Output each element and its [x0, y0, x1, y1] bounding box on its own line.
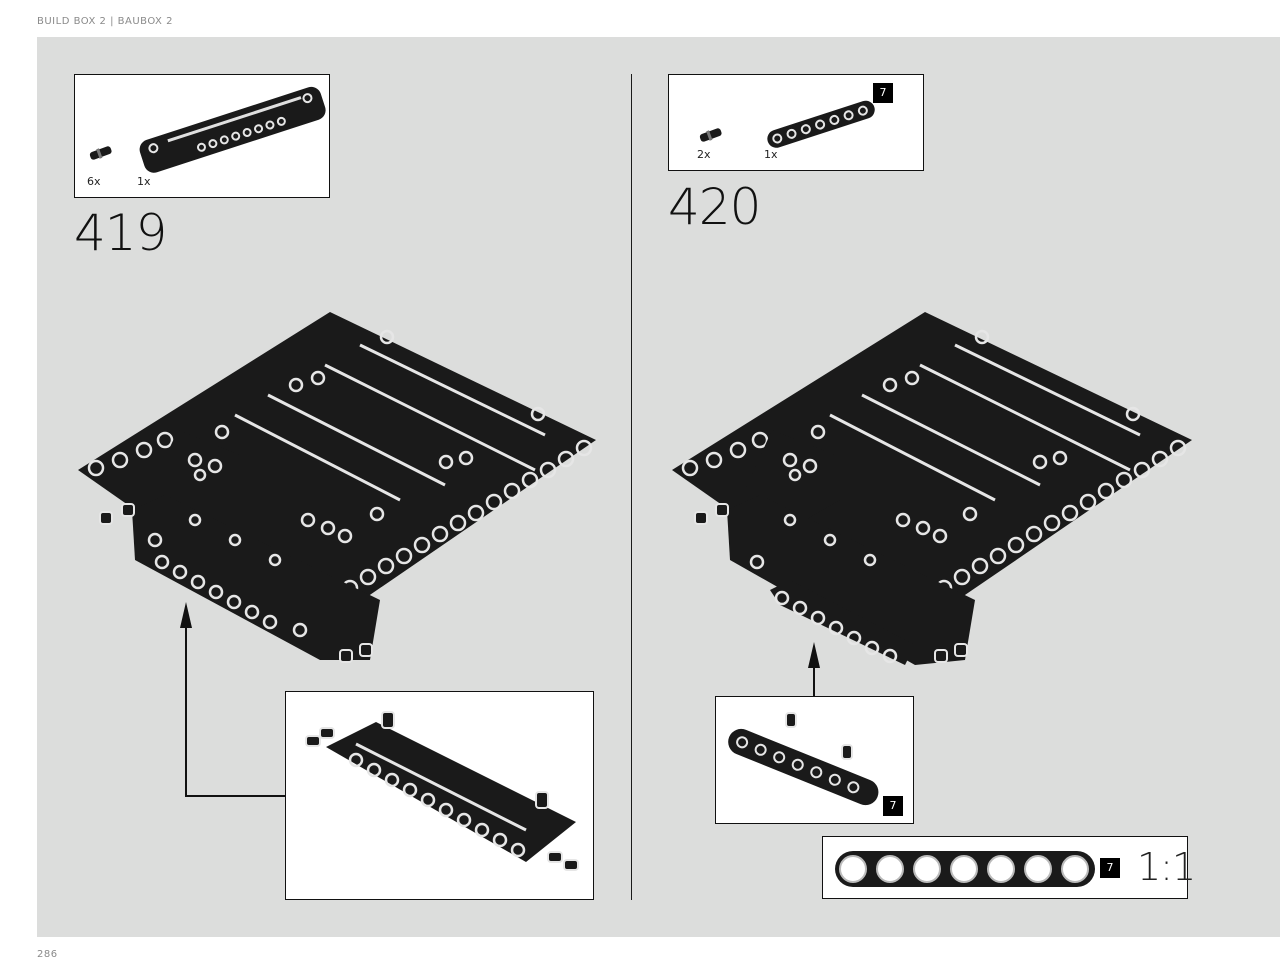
- scale-length-tag: 7: [1100, 858, 1120, 878]
- page-number: 286: [37, 949, 58, 960]
- page-header: BUILD BOX 2 | BAUBOX 2: [37, 16, 173, 27]
- part-qty-beam: 1x: [137, 175, 151, 188]
- part-qty-pin: 6x: [87, 175, 101, 188]
- parts-callout-420: 2x 1x 7: [668, 74, 924, 171]
- subassembly-illustration-420: [728, 712, 879, 806]
- scale-beam: [835, 851, 1095, 887]
- beam-length-tag: 7: [873, 83, 893, 103]
- parts-illustration-420: [699, 100, 875, 148]
- parts-illustration-419: [89, 86, 326, 173]
- subassembly-length-tag: 7: [883, 796, 903, 816]
- parts-callout-419: 6x 1x: [74, 74, 330, 198]
- part-qty-pin: 2x: [697, 148, 711, 161]
- subassembly-illustration-419: [305, 711, 579, 871]
- step-number-419: 419: [74, 204, 167, 262]
- scale-reference: 7 1:1: [822, 836, 1196, 899]
- step-divider: [631, 74, 632, 900]
- subassembly-callout-419: [285, 691, 594, 900]
- part-qty-beam: 1x: [764, 148, 778, 161]
- subassembly-callout-420: 7: [715, 696, 914, 824]
- step-number-420: 420: [668, 178, 761, 236]
- scale-ratio-label: 1:1: [1137, 845, 1196, 889]
